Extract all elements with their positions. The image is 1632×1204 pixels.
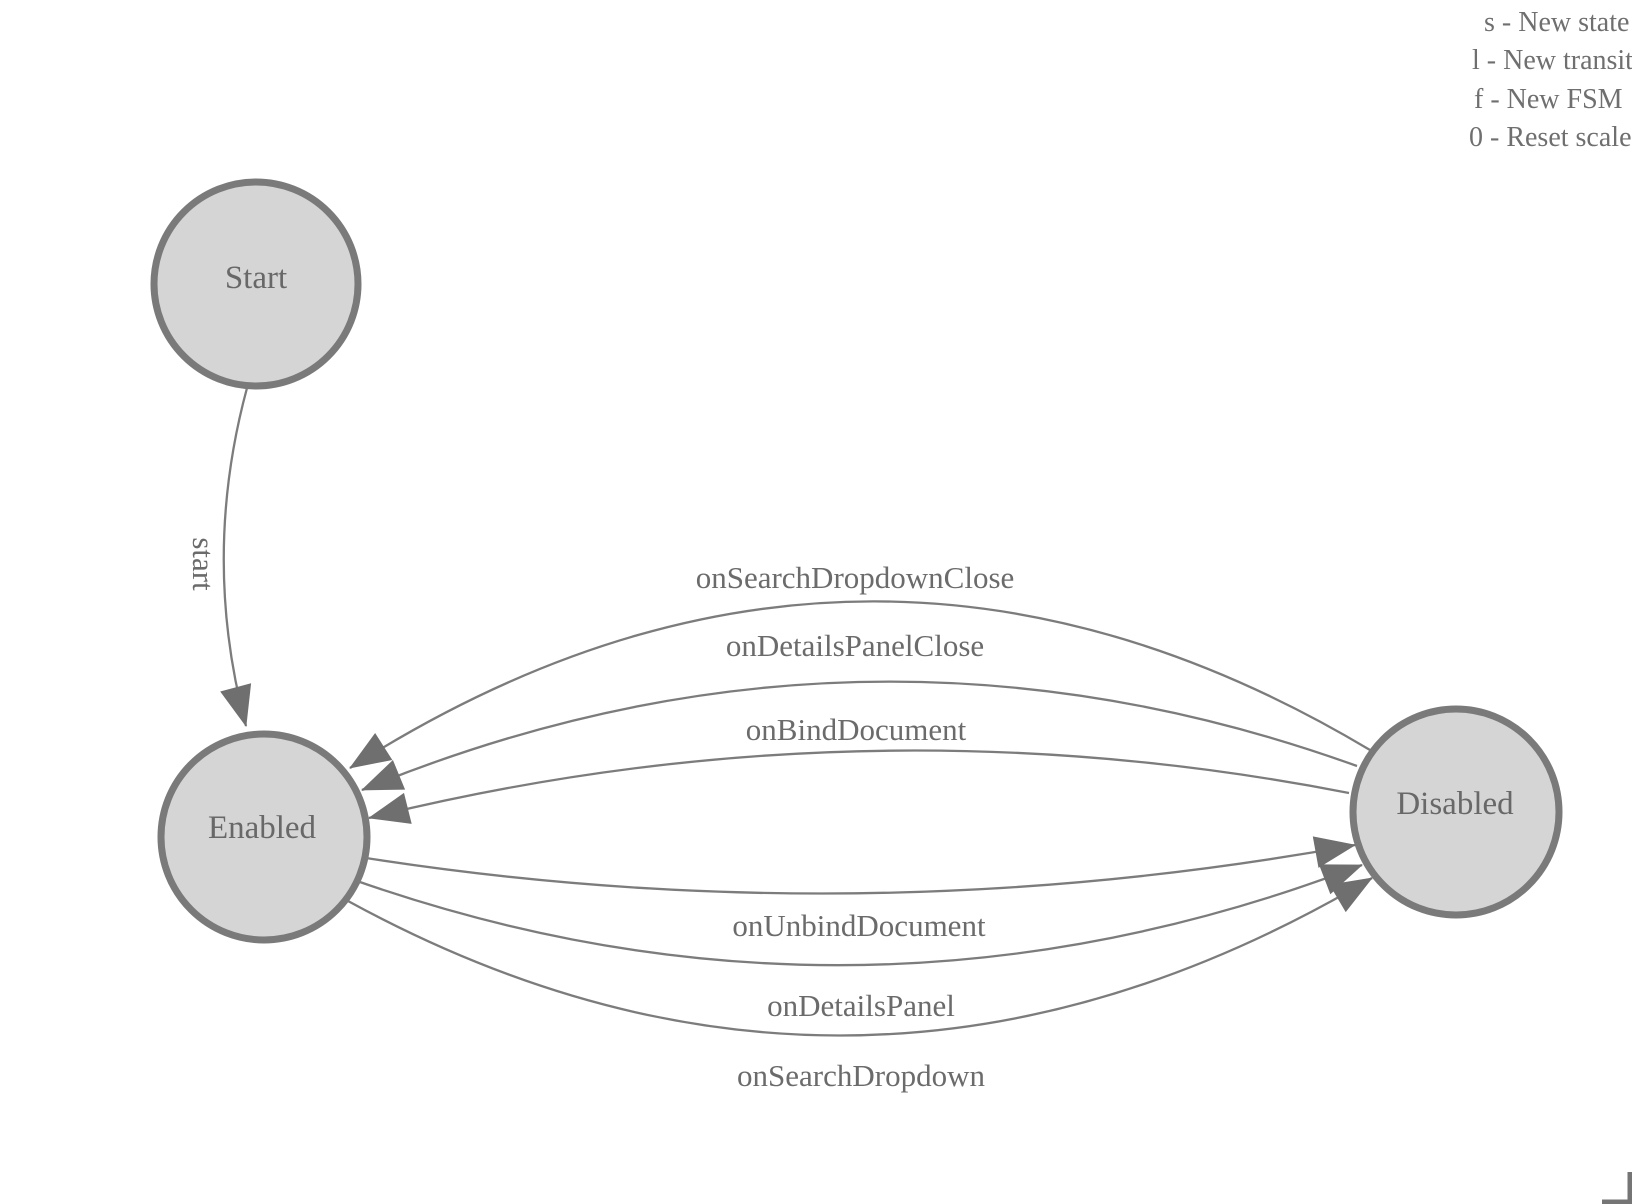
transition-edge-ondetailspanelclose[interactable] (361, 680, 1358, 792)
transition-label-onsearchdropdownclose: onSearchDropdownClose (696, 560, 1015, 595)
state-label-enabled: Enabled (208, 810, 317, 846)
paper-corner-mark (1602, 1172, 1632, 1204)
state-label-disabled: Disabled (1396, 786, 1514, 822)
transition-label-onsearchdropdown: onSearchDropdown (737, 1058, 985, 1093)
transition-label-ondetailspanelclose: onDetailsPanelClose (726, 628, 984, 663)
transition-edge-onunbinddocument[interactable] (365, 836, 1356, 895)
transition-label-ondetailspanel: onDetailsPanel (767, 988, 955, 1023)
transition-label-start: start (186, 537, 221, 591)
state-node-start[interactable] (150, 178, 362, 390)
transition-edge-ondetailspanel[interactable] (356, 863, 1363, 967)
transition-label-onunbinddocument: onUnbindDocument (732, 908, 986, 943)
transition-edge-onbinddocument[interactable] (368, 749, 1350, 824)
state-nodes (150, 178, 1563, 944)
state-labels: Start Enabled Disabled (208, 260, 1514, 846)
transition-edges (220, 387, 1373, 1037)
state-label-start: Start (225, 260, 287, 296)
state-node-disabled[interactable] (1349, 705, 1563, 919)
state-node-enabled[interactable] (157, 730, 371, 944)
transition-edge-onsearchdropdown[interactable] (347, 877, 1373, 1037)
transition-labels: start onSearchDropdownClose onDetailsPan… (186, 537, 1014, 1093)
transition-edge-onsearchdropdownclose[interactable] (349, 600, 1371, 769)
transition-label-onbinddocument: onBindDocument (746, 712, 967, 747)
transition-edge-start[interactable] (220, 387, 252, 727)
